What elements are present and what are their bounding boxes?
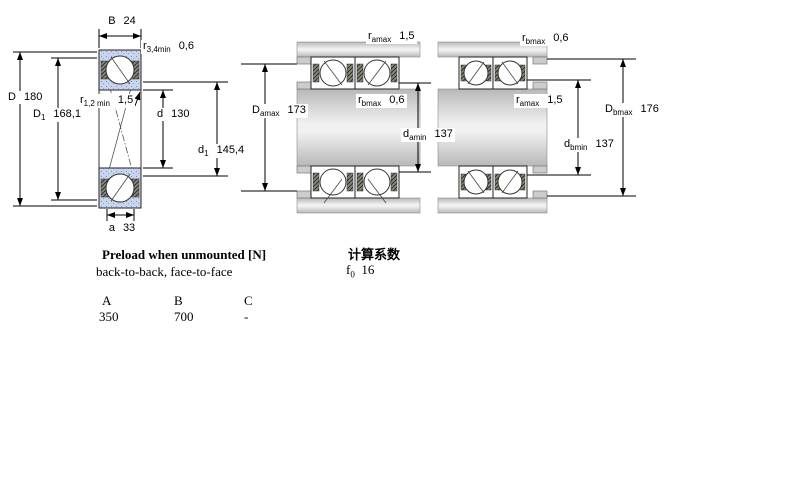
dim-line-damin: [399, 82, 431, 173]
preload-col-header-a: A: [102, 293, 112, 308]
main-cross-section-figure: [13, 29, 228, 221]
housing-shoulder: [296, 190, 312, 199]
housing-shoulder: [532, 56, 548, 65]
housing-strip: [296, 197, 421, 214]
bearing-pair-bottom: [458, 165, 528, 199]
dim-line-Dbmax: [547, 58, 636, 197]
housing-shoulder: [532, 190, 548, 199]
dim-line-D1: [51, 57, 97, 201]
bearing-pair-top: [310, 56, 400, 90]
bearing-pair-top: [458, 56, 528, 90]
housing-shoulder: [296, 56, 312, 65]
calc-factors-title: 计算系数: [348, 247, 401, 262]
shaft-shoulder: [296, 165, 312, 174]
dim-line-dbmin: [527, 79, 591, 176]
shaft-shoulder: [296, 81, 312, 90]
r12-leader-line: [134, 91, 141, 107]
bearing-section-bottom: [98, 167, 142, 209]
preload-col-header-c: C: [244, 293, 253, 308]
bearing-technical-drawing: [13, 29, 636, 221]
preload-col-header-b: B: [174, 293, 183, 308]
ball: [363, 168, 391, 196]
ball: [319, 168, 347, 196]
shaft-shoulder: [532, 81, 548, 90]
abutment-figure-b: [437, 41, 636, 214]
calc-factor-f0: f0 16: [346, 262, 375, 280]
preload-value-b: 700: [174, 309, 194, 324]
preload-value-a: 350: [99, 309, 119, 324]
dim-line-d: [143, 89, 173, 169]
dim-line-a: [106, 209, 135, 221]
preload-subtitle: back-to-back, face-to-face: [96, 264, 233, 279]
bearing-pair-bottom: [310, 165, 400, 204]
shaft-shoulder: [532, 165, 548, 174]
housing-strip: [437, 197, 548, 214]
housing-strip: [296, 41, 421, 58]
dim-line-Damax: [241, 63, 297, 192]
dim-line-D: [13, 51, 97, 207]
bearing-section-top: [98, 49, 142, 91]
dim-line-B: [98, 29, 142, 48]
preload-title: Preload when unmounted [N]: [102, 247, 267, 262]
dim-line-d1: [143, 81, 228, 177]
preload-value-c: -: [244, 309, 249, 324]
